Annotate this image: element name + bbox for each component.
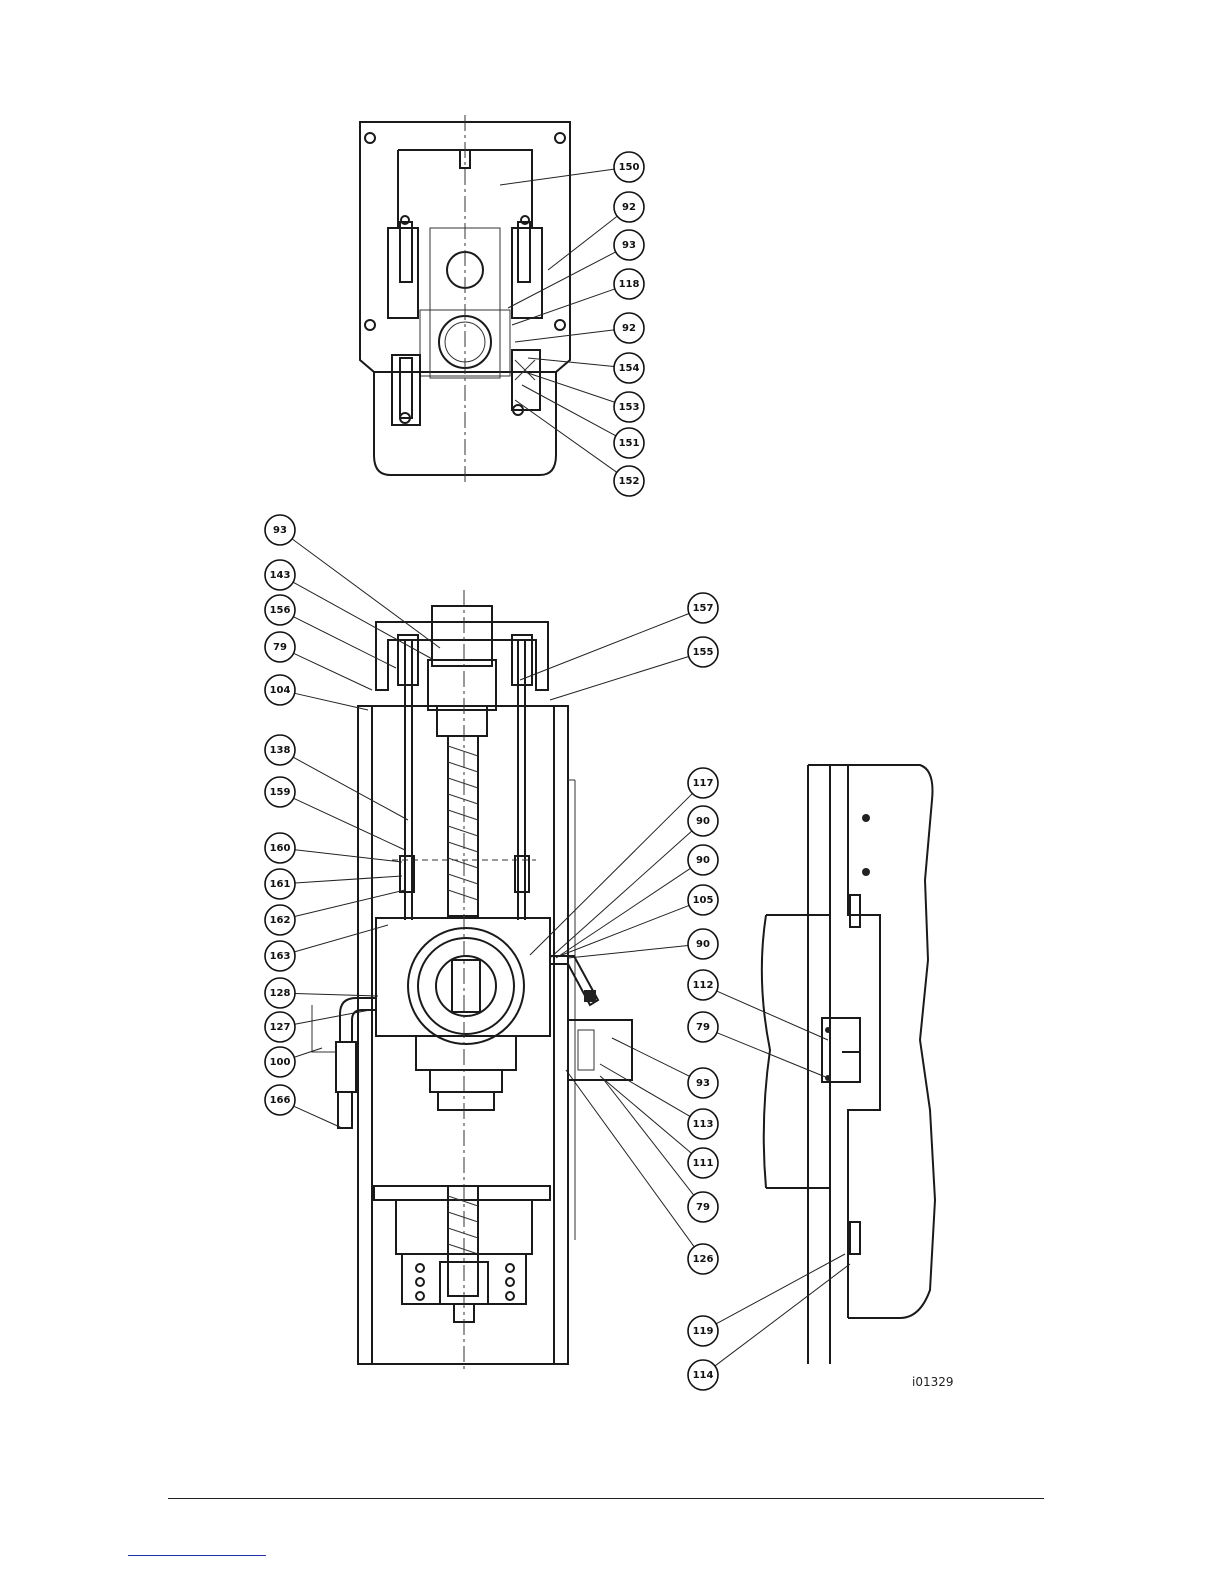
callout-number: 150: [619, 162, 640, 173]
callout-number: 157: [693, 603, 714, 614]
leader-line: [294, 653, 372, 690]
callout-number: 138: [270, 745, 291, 756]
leader-line: [604, 1080, 694, 1195]
callout-number: 117: [693, 778, 714, 789]
callout-number: 93: [273, 525, 287, 536]
callout-number: 152: [619, 476, 640, 487]
leader-line: [294, 1048, 322, 1057]
leader-line: [717, 1033, 828, 1078]
leader-line: [294, 1106, 342, 1128]
front-view-assembly: [312, 590, 632, 1372]
callout-number: 79: [696, 1022, 710, 1033]
callout-157: 157: [520, 593, 718, 680]
callout-104: 104: [265, 675, 368, 710]
footer-link-underline: [128, 1555, 266, 1556]
callout-number: 79: [696, 1202, 710, 1213]
callout-number: 79: [273, 642, 287, 653]
callout-number: 160: [270, 843, 291, 854]
leader-line: [612, 1038, 690, 1076]
leader-line: [515, 400, 617, 472]
callout-number: 155: [693, 647, 714, 658]
callout-128: 128: [265, 978, 378, 1008]
callout-number: 156: [270, 605, 291, 616]
footer-rule: [168, 1498, 1044, 1499]
side-view-assembly: [762, 765, 935, 1364]
callout-number: 112: [693, 980, 714, 991]
callout-number: 105: [693, 895, 714, 906]
callout-layer: 150 92 93 118 92 154 153 151 152 93 143 156 79 104 157…: [265, 152, 850, 1390]
callout-number: 119: [693, 1326, 714, 1337]
callout-number: 151: [619, 438, 640, 449]
leader-line: [550, 656, 689, 700]
callout-number: 153: [619, 402, 640, 413]
leader-line: [566, 1070, 694, 1247]
leader-line: [295, 693, 368, 710]
leader-line: [294, 925, 388, 952]
leader-line: [568, 946, 688, 958]
callout-number: 154: [619, 363, 640, 374]
callout-number: 166: [270, 1095, 291, 1106]
callout-166: 166: [265, 1085, 342, 1128]
callout-155: 155: [550, 637, 718, 700]
callout-number: 162: [270, 915, 291, 926]
leader-line: [717, 991, 828, 1040]
leader-line: [293, 757, 408, 820]
callout-number: 163: [270, 951, 291, 962]
leader-line: [500, 169, 614, 185]
callout-number: 161: [270, 879, 291, 890]
callout-number: 93: [622, 240, 636, 251]
callout-number: 92: [622, 202, 636, 213]
leader-line: [550, 831, 692, 958]
callout-number: 92: [622, 323, 636, 334]
leader-line: [525, 372, 615, 402]
leader-line: [295, 876, 402, 883]
callout-number: 159: [270, 787, 291, 798]
callout-number: 111: [693, 1158, 714, 1169]
callout-number: 114: [693, 1370, 714, 1381]
leader-line: [548, 216, 617, 270]
leader-line: [508, 252, 616, 308]
callout-number: 93: [696, 1078, 710, 1089]
callout-138: 138: [265, 735, 408, 820]
callout-number: 113: [693, 1119, 714, 1130]
leader-line: [600, 1076, 692, 1153]
top-view-assembly: [360, 115, 570, 485]
callout-127: 127: [265, 1010, 370, 1042]
leader-line: [512, 289, 615, 325]
callout-number: 104: [270, 685, 291, 696]
callout-number: 90: [696, 816, 710, 827]
callout-number: 126: [693, 1254, 714, 1265]
drawing-reference: i01329: [912, 1375, 954, 1389]
callout-number: 90: [696, 855, 710, 866]
callout-number: 100: [270, 1057, 291, 1068]
callout-150: 150: [500, 152, 644, 185]
callout-160: 160: [265, 833, 402, 863]
leader-line: [600, 1064, 690, 1116]
leader-line: [716, 1254, 845, 1324]
callout-93: 93: [612, 1038, 718, 1098]
leader-line: [515, 330, 614, 342]
leader-line: [295, 890, 405, 916]
callout-number: 90: [696, 939, 710, 950]
callout-number: 128: [270, 988, 291, 999]
callout-161: 161: [265, 869, 402, 899]
callout-number: 143: [270, 570, 291, 581]
leader-line: [295, 850, 402, 862]
callout-number: 127: [270, 1022, 291, 1033]
leader-line: [520, 613, 689, 680]
leader-line: [294, 798, 405, 850]
leader-line: [295, 993, 378, 996]
callout-number: 118: [619, 279, 640, 290]
